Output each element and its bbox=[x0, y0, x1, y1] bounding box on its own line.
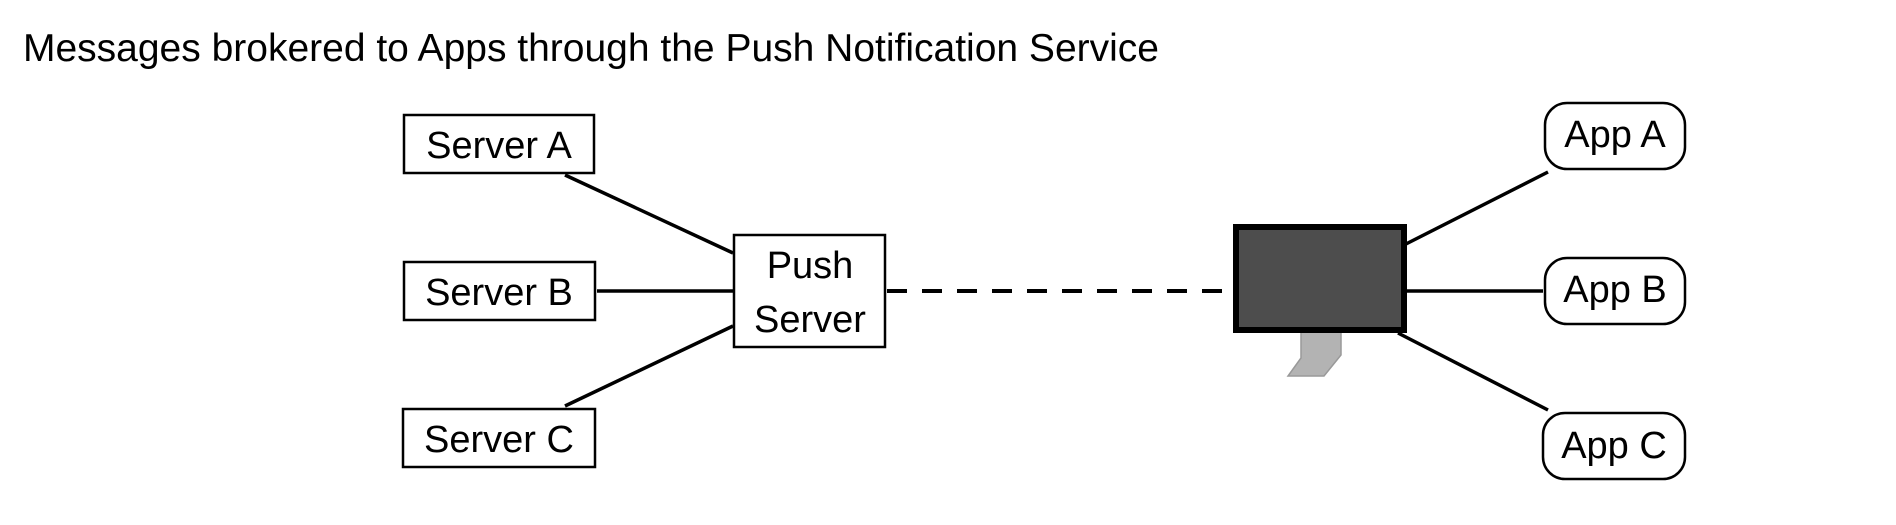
server-b-label: Server B bbox=[425, 272, 573, 314]
server-c-node: Server C bbox=[401, 407, 597, 469]
server-a-label: Server A bbox=[426, 125, 572, 167]
app-a-node: App A bbox=[1543, 101, 1687, 171]
connector-app-c bbox=[1397, 331, 1549, 412]
app-a-label: App A bbox=[1564, 114, 1666, 156]
diagram-title: Messages brokered to Apps through the Pu… bbox=[23, 27, 1159, 70]
connector-server-a bbox=[564, 173, 734, 255]
connector-app-a bbox=[1401, 170, 1549, 248]
app-b-label: App B bbox=[1563, 269, 1667, 311]
monitor-stand bbox=[1286, 330, 1342, 377]
server-c-label: Server C bbox=[424, 419, 574, 461]
monitor-icon bbox=[1233, 224, 1407, 377]
server-a-node: Server A bbox=[402, 113, 596, 175]
push-server-node: Push Server bbox=[732, 233, 887, 349]
connector-server-c bbox=[564, 324, 734, 408]
push-server-label-line1: Push bbox=[767, 245, 854, 287]
app-c-node: App C bbox=[1541, 411, 1687, 481]
app-b-node: App B bbox=[1543, 256, 1687, 326]
push-server-label-line2: Server bbox=[754, 299, 866, 341]
app-c-label: App C bbox=[1561, 425, 1667, 467]
server-b-node: Server B bbox=[402, 260, 597, 322]
monitor-screen bbox=[1233, 224, 1407, 333]
